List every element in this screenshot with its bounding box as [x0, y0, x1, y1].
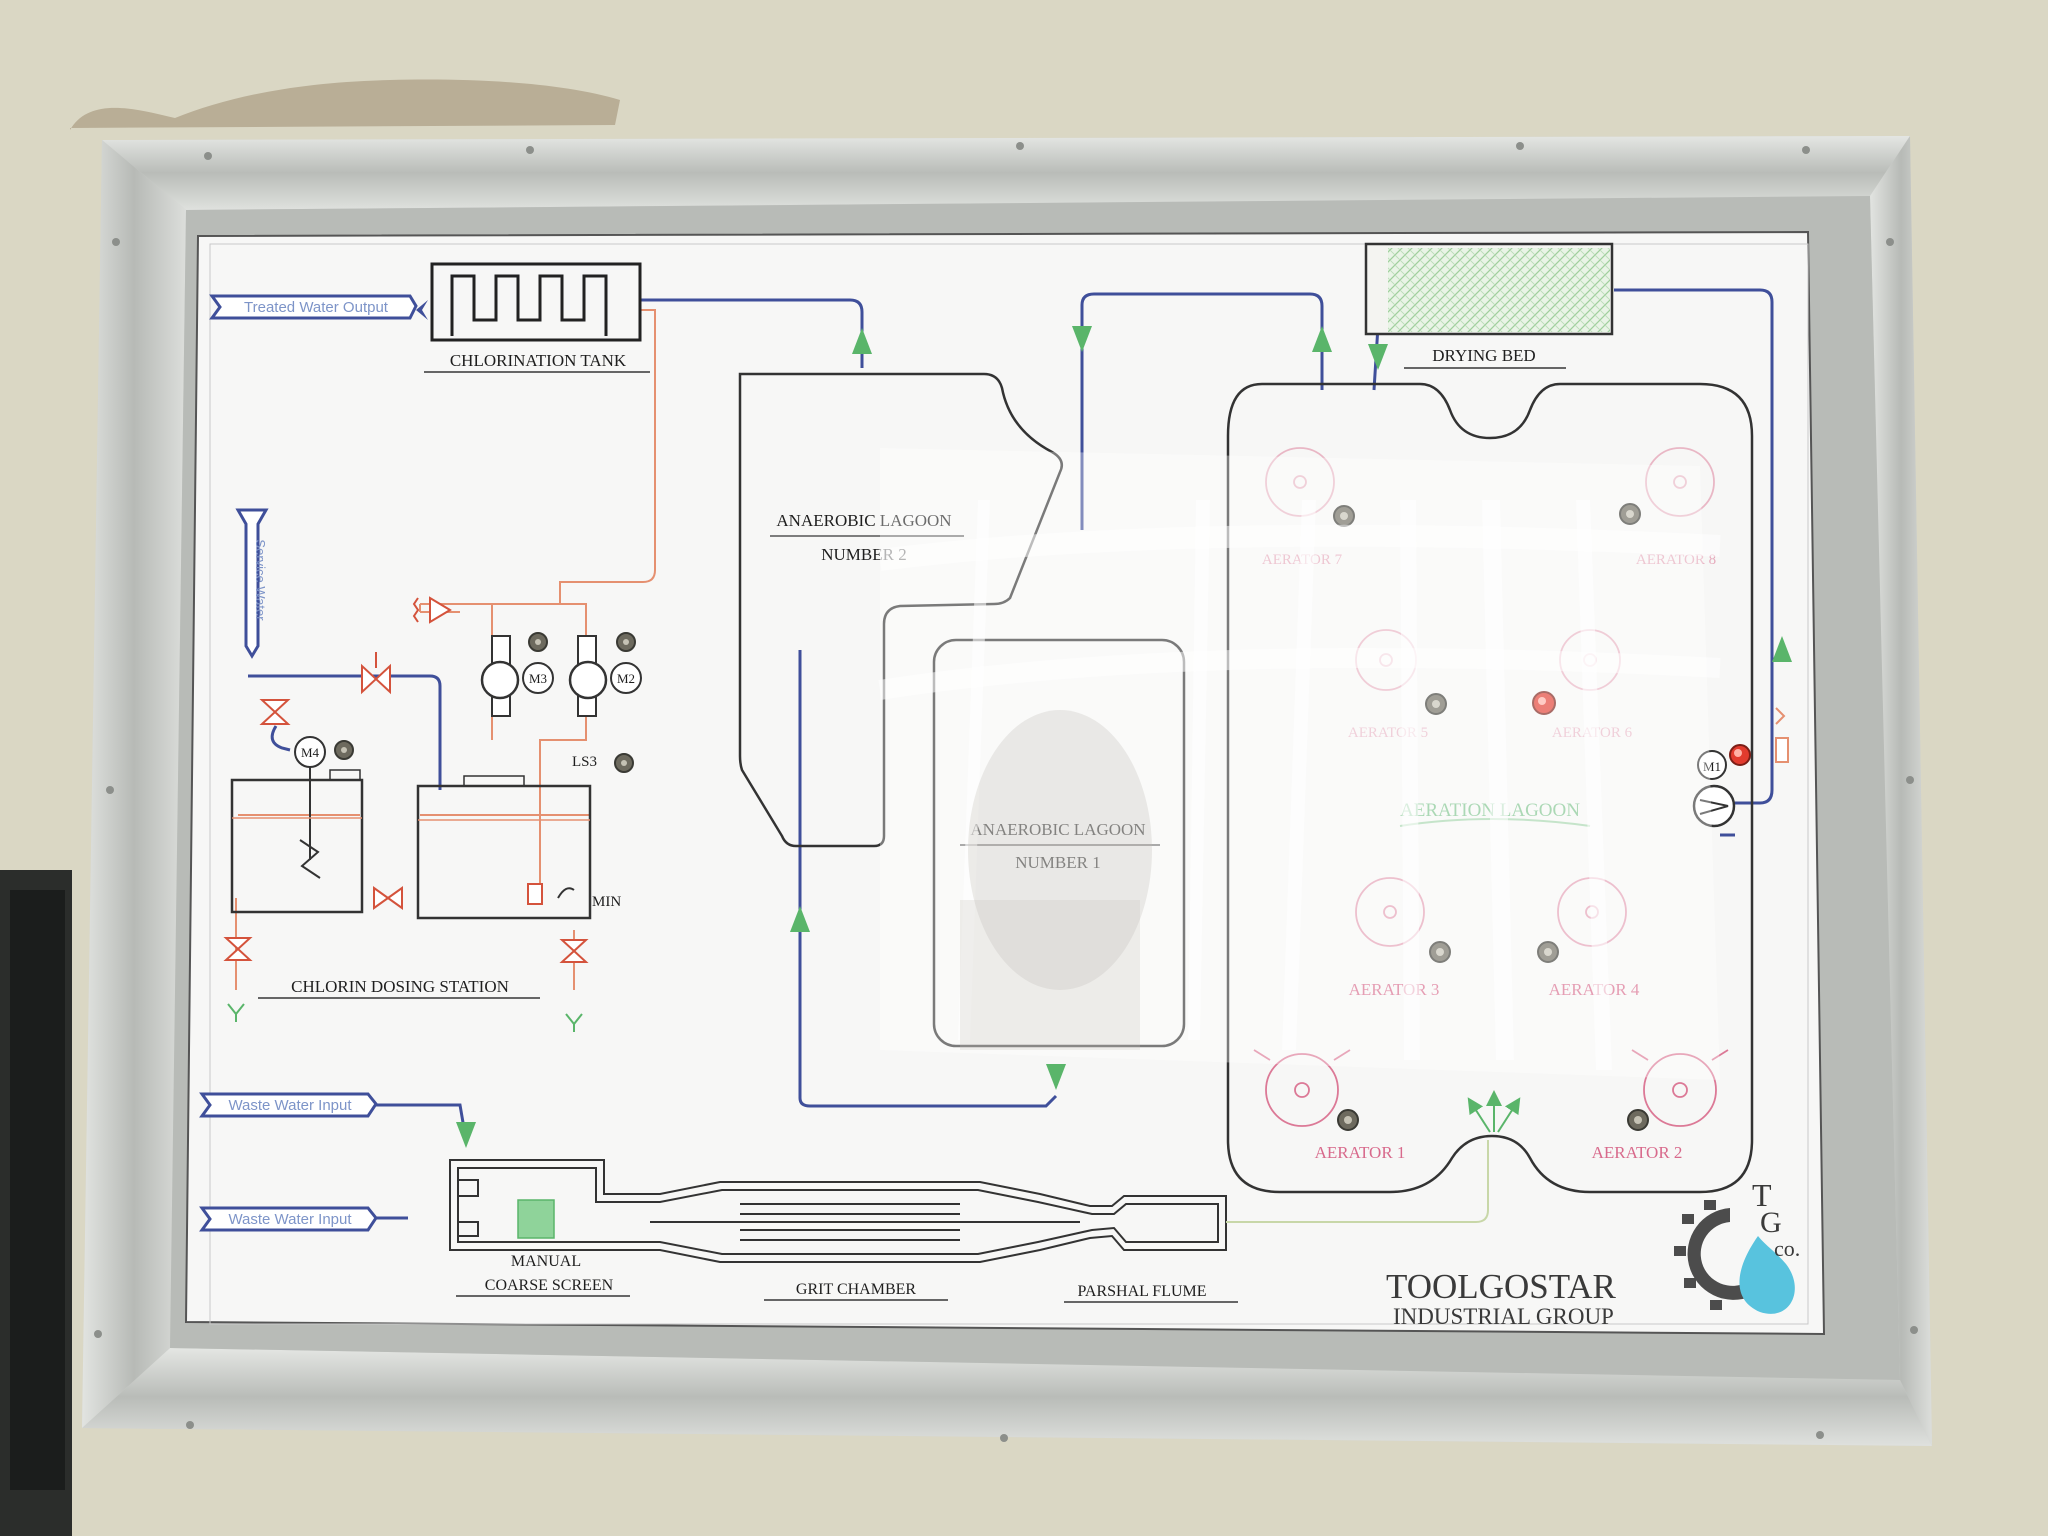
waste-water-input-tag-2: Waste Water Input: [199, 1206, 378, 1232]
parshal-flume-label: PARSHAL FLUME: [1077, 1283, 1206, 1300]
drying-bed-label: DRYING BED: [1432, 346, 1535, 365]
aerator-8-symbol: [1645, 447, 1715, 517]
m1-pump: M1: [1692, 707, 1789, 828]
aerator-7-lamp: [1333, 505, 1355, 527]
ls3-label: LS3: [572, 754, 597, 770]
anaerobic-lagoon-2-number: NUMBER 2: [821, 545, 906, 564]
grit-chamber-label: GRIT CHAMBER: [796, 1281, 916, 1298]
aerator-2-symbol: [1631, 1049, 1729, 1127]
service-water-label: Service Water: [253, 539, 268, 621]
logo-letter-t: T: [1752, 1177, 1772, 1213]
aerator-1-label: AERATOR 1: [1315, 1143, 1406, 1162]
m2-lamp: [616, 632, 636, 652]
waste-water-input-tag-1: Waste Water Input: [199, 1092, 378, 1118]
anaerobic-lagoon-1-number: NUMBER 1: [1015, 853, 1100, 872]
chlorination-tank: CHLORINATION TANK: [424, 262, 650, 373]
toolgostar-brand: TOOLGOSTAR INDUSTRIAL GROUP T G co.: [1386, 1177, 1800, 1329]
aerator-8-label: AERATOR 8: [1636, 552, 1716, 568]
anaerobic-lagoon-1-title: ANAEROBIC LAGOON: [970, 820, 1145, 839]
anaerobic-lagoon-2-title: ANAEROBIC LAGOON: [776, 511, 951, 530]
m2-label: M2: [617, 671, 635, 686]
m1-label: M1: [1703, 759, 1721, 774]
aerator-3-lamp: [1429, 941, 1451, 963]
brand-subtitle: INDUSTRIAL GROUP: [1393, 1304, 1614, 1329]
m4-lamp: [334, 740, 354, 760]
aerator-6-lamp-lit: [1532, 691, 1556, 715]
aerator-4-lamp: [1537, 941, 1559, 963]
dosing-pump-m3: M3: [480, 635, 554, 717]
manual-label: MANUAL: [511, 1253, 581, 1270]
logo-co: co.: [1774, 1236, 1800, 1261]
aerator-2-label: AERATOR 2: [1592, 1143, 1683, 1162]
coarse-screen-label: COARSE SCREEN: [485, 1277, 614, 1294]
coarse-screen-element: [517, 1199, 555, 1239]
flume-to-lagoon-line: [1226, 1140, 1489, 1223]
chlorination-tank-label: CHLORINATION TANK: [450, 351, 627, 370]
aerator-4-label: AERATOR 4: [1549, 980, 1640, 999]
brand-name: TOOLGOSTAR: [1386, 1267, 1617, 1306]
aeration-lagoon-label: AERATION LAGOON: [1400, 800, 1580, 821]
aeration-up-arrows: [1467, 1090, 1521, 1133]
drying-bed: DRYING BED: [1364, 242, 1614, 369]
aerator-8-lamp: [1619, 503, 1641, 525]
service-water-tag: Service Water: [235, 508, 269, 659]
aerator-7-label: AERATOR 7: [1262, 552, 1343, 568]
aerator-3-symbol: [1355, 877, 1425, 947]
m1-lamp-lit: [1729, 744, 1751, 766]
aerator-5-label: AERATOR 5: [1348, 725, 1428, 741]
aerator-6-label: AERATOR 6: [1552, 725, 1633, 741]
treated-water-output-tag: Treated Water Output: [209, 294, 428, 320]
flow-arrows: [456, 326, 1792, 1148]
ls3-lamp: [614, 753, 634, 773]
min-label: MIN: [592, 894, 621, 910]
m3-label: M3: [529, 671, 547, 686]
m4-label: M4: [301, 745, 320, 760]
chlorin-dosing-station: Service Water M4 MIN LS3: [223, 508, 642, 1032]
waste-water-input-2-label: Waste Water Input: [228, 1211, 352, 1228]
tg-logo: T G co.: [1674, 1177, 1800, 1314]
m3-lamp: [528, 632, 548, 652]
anaerobic-lagoon-1: ANAEROBIC LAGOON NUMBER 1: [932, 638, 1186, 1048]
cloth-on-frame: [70, 79, 620, 130]
chlorin-dosing-station-label: CHLORIN DOSING STATION: [291, 977, 509, 996]
aerator-1-lamp: [1337, 1109, 1359, 1131]
aerator-2-lamp: [1627, 1109, 1649, 1131]
water-pipes: [248, 288, 1774, 1220]
aerator-1-symbol: [1253, 1049, 1351, 1127]
aerator-5-lamp: [1425, 693, 1447, 715]
aerator-3-label: AERATOR 3: [1349, 980, 1440, 999]
dosing-pump-m2: M2: [568, 635, 642, 717]
aeration-lagoon: AERATION LAGOON: [1226, 382, 1754, 1194]
waste-water-input-1-label: Waste Water Input: [228, 1097, 352, 1114]
treated-water-output-label: Treated Water Output: [244, 299, 389, 316]
frame-screws: [94, 142, 1918, 1442]
logo-letter-g: G: [1760, 1206, 1782, 1239]
